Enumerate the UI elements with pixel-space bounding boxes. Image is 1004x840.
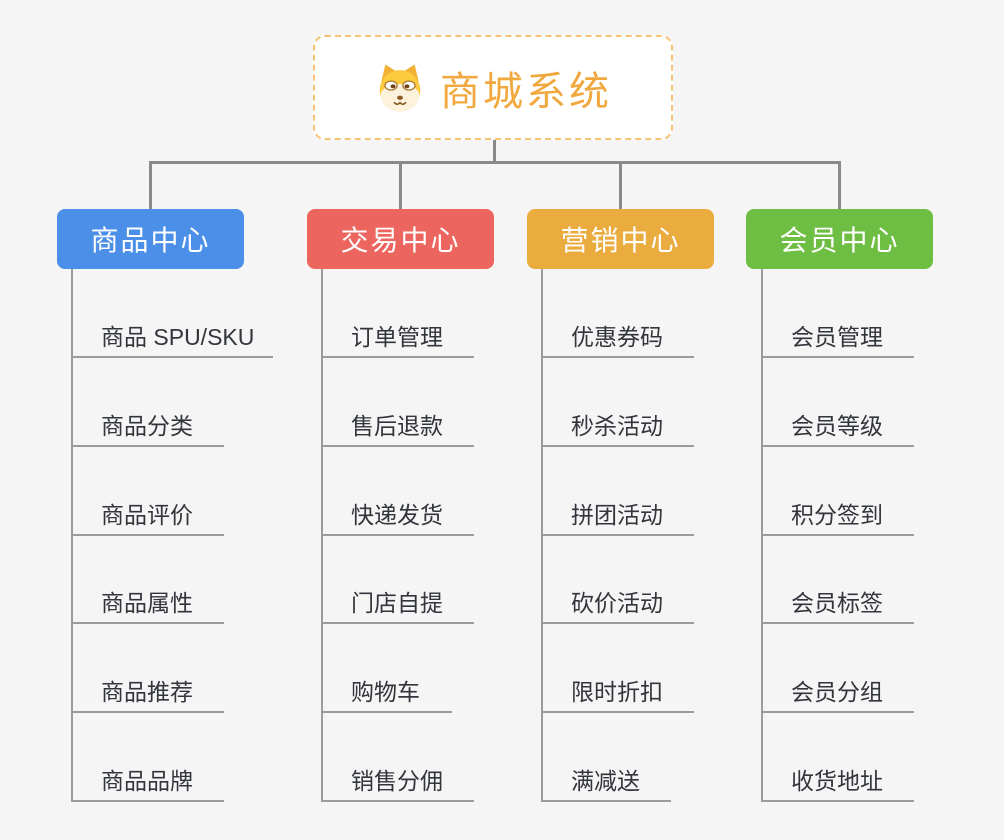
leaf-node[interactable]: 满减送 — [541, 758, 671, 802]
connector-drop-3 — [619, 161, 622, 209]
leaf-node[interactable]: 砍价活动 — [541, 580, 694, 624]
leaf-node[interactable]: 订单管理 — [321, 314, 474, 358]
leaf-node[interactable]: 会员等级 — [761, 403, 914, 447]
connector-root-stub — [493, 140, 496, 163]
leaf-node[interactable]: 商品品牌 — [71, 758, 224, 802]
branch-header-member-center[interactable]: 会员中心 — [746, 209, 933, 269]
connector-drop-2 — [399, 161, 402, 209]
leaf-node[interactable]: 会员管理 — [761, 314, 914, 358]
leaf-node[interactable]: 商品分类 — [71, 403, 224, 447]
branch-header-product-center[interactable]: 商品中心 — [57, 209, 244, 269]
leaf-node[interactable]: 门店自提 — [321, 580, 474, 624]
leaf-node[interactable]: 会员分组 — [761, 669, 914, 713]
leaf-node[interactable]: 秒杀活动 — [541, 403, 694, 447]
root-title: 商城系统 — [440, 69, 612, 114]
dog-face-icon — [374, 62, 426, 114]
leaf-node[interactable]: 商品属性 — [71, 580, 224, 624]
leaf-node[interactable]: 优惠券码 — [541, 314, 694, 358]
leaf-node[interactable]: 会员标签 — [761, 580, 914, 624]
leaf-node[interactable]: 限时折扣 — [541, 669, 694, 713]
connector-horizontal-bus — [149, 161, 841, 164]
leaf-node[interactable]: 售后退款 — [321, 403, 474, 447]
leaf-node[interactable]: 积分签到 — [761, 492, 914, 536]
leaf-node[interactable]: 快递发货 — [321, 492, 474, 536]
leaf-node[interactable]: 购物车 — [321, 669, 452, 713]
branch-header-trade-center[interactable]: 交易中心 — [307, 209, 494, 269]
connector-drop-4 — [838, 161, 841, 209]
leaf-node[interactable]: 收货地址 — [761, 758, 914, 802]
leaf-node[interactable]: 商品推荐 — [71, 669, 224, 713]
leaf-node[interactable]: 拼团活动 — [541, 492, 694, 536]
branch-header-marketing-center[interactable]: 营销中心 — [527, 209, 714, 269]
leaf-node[interactable]: 商品 SPU/SKU — [71, 314, 273, 358]
root-node[interactable]: 商城系统 — [313, 35, 673, 140]
leaf-node[interactable]: 商品评价 — [71, 492, 224, 536]
leaf-node[interactable]: 销售分佣 — [321, 758, 474, 802]
connector-drop-1 — [149, 161, 152, 209]
